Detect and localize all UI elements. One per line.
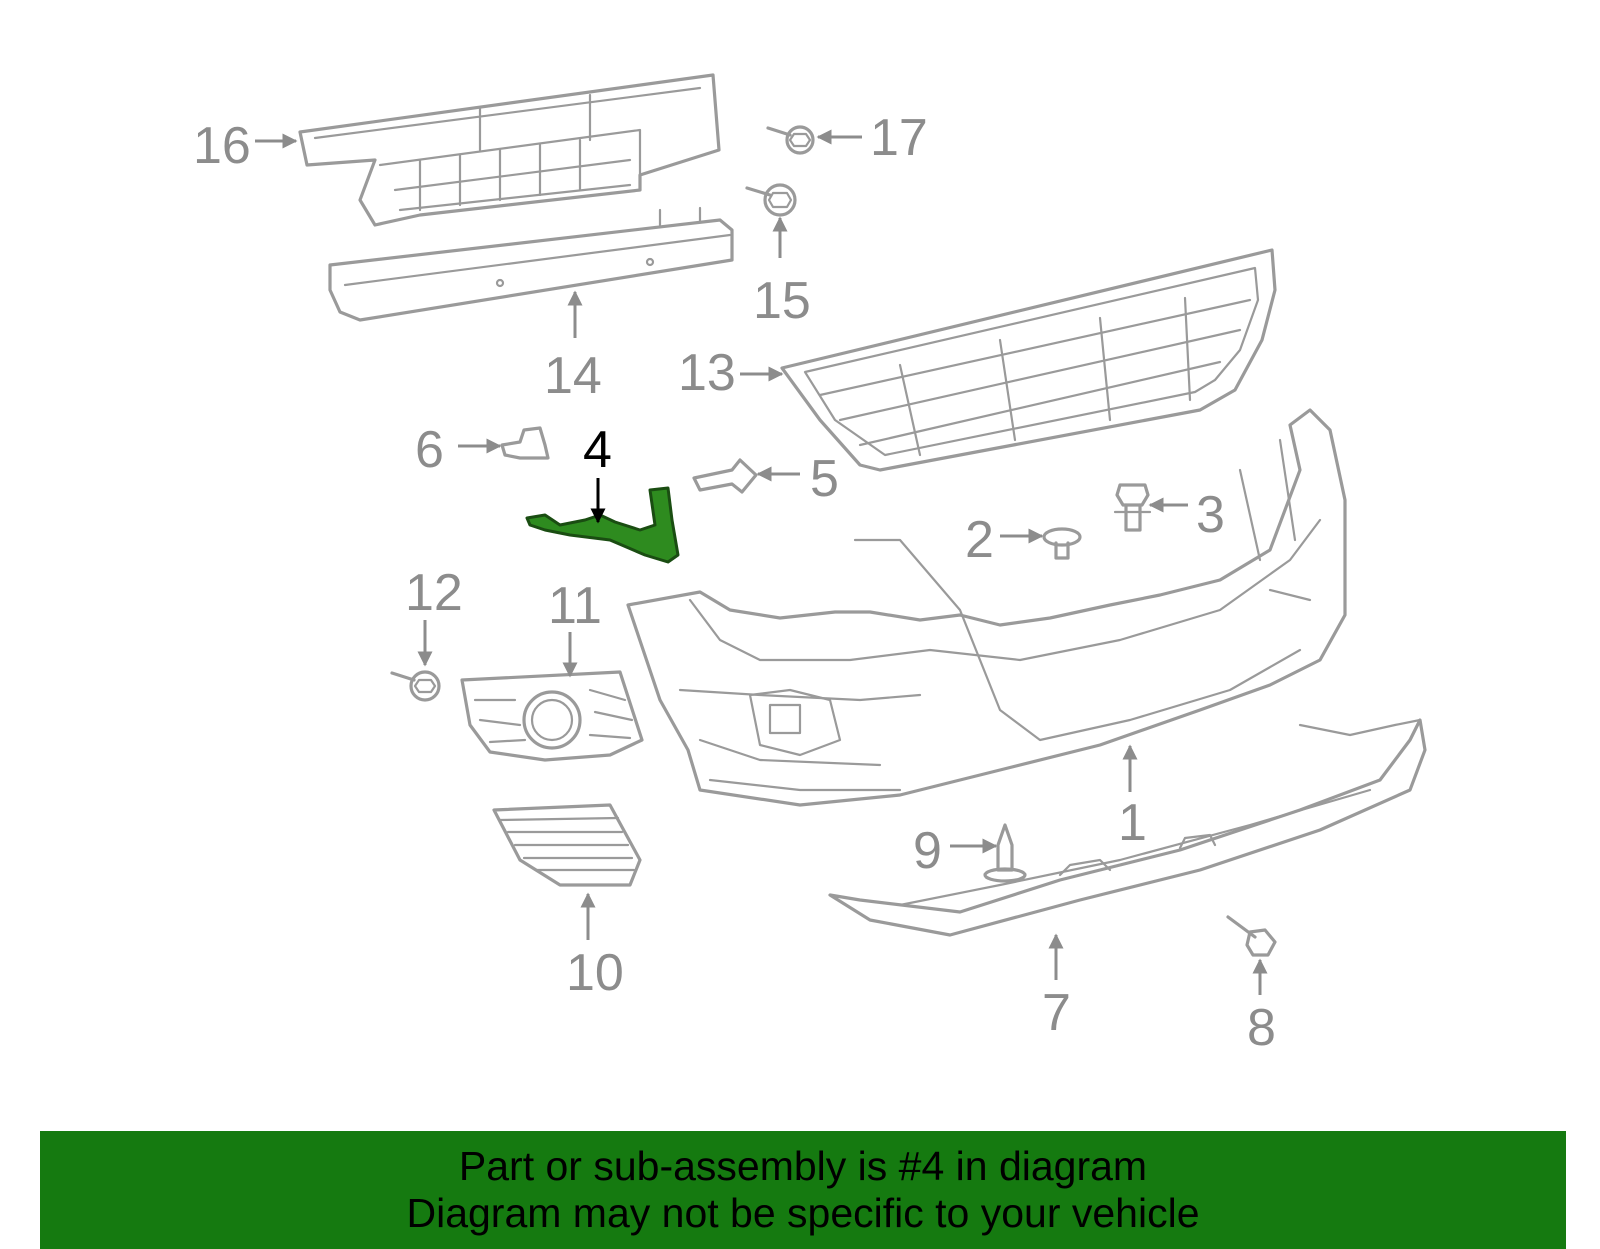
callout-16: 16 [193,117,251,175]
part-14-reinforcement-bar [328,206,734,322]
part-4-bracket-highlighted [525,486,680,564]
callout-3: 3 [1196,486,1225,544]
part-11-fog-bezel [460,670,644,762]
callout-10: 10 [566,944,624,1002]
part-13-upper-grille [780,248,1277,472]
part-5-clip [692,458,758,494]
parts-diagram: 16 17 15 14 13 6 4 5 3 2 12 11 1 9 10 7 … [193,73,1427,1057]
callout-15: 15 [753,272,811,330]
callout-5: 5 [810,450,839,508]
callout-arrows [255,129,1268,995]
callout-1: 1 [1118,794,1147,852]
callout-14: 14 [544,347,602,405]
callout-2: 2 [965,511,994,569]
part-6-retainer [500,426,550,460]
part-10-lower-grille [492,803,642,887]
part-3-bolt [1113,483,1152,532]
banner-line-1: Part or sub-assembly is #4 in diagram [458,1143,1148,1189]
part-2-clip [1042,527,1082,560]
part-8-bolt [1226,915,1277,957]
part-7-lower-spoiler [828,718,1427,937]
callout-17: 17 [870,109,928,167]
part-15-bolt [745,183,797,217]
callout-7: 7 [1042,984,1071,1042]
part-9-push-pin [983,823,1027,883]
part-12-bolt [390,670,441,702]
callout-13: 13 [678,344,736,402]
callout-8: 8 [1247,999,1276,1057]
callout-11: 11 [548,577,602,635]
part-17-bolt [766,125,815,155]
callout-9: 9 [913,822,942,880]
part-16-upper-support [298,73,721,227]
info-banner: Part or sub-assembly is #4 in diagram Di… [40,1131,1566,1249]
part-1-bumper-cover [626,408,1347,807]
callout-12: 12 [405,564,463,622]
callout-4-highlighted: 4 [583,421,612,479]
banner-line-2: Diagram may not be specific to your vehi… [406,1190,1200,1236]
callout-6: 6 [415,421,444,479]
